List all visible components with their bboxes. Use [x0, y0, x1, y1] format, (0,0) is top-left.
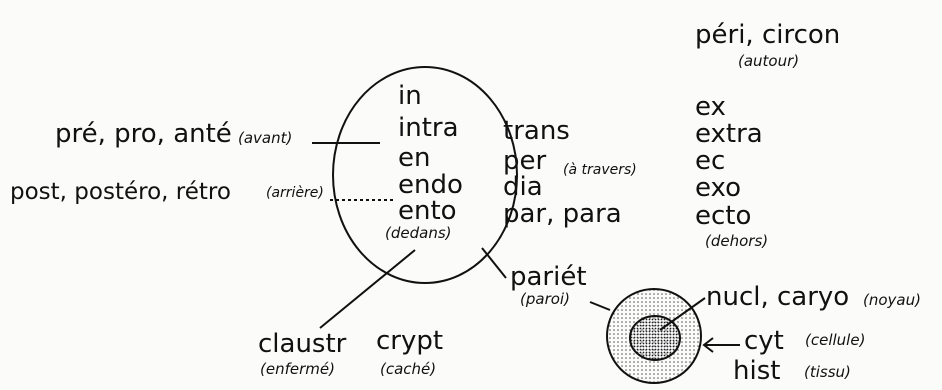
enclosed-meaning: (enfermé)	[260, 360, 335, 378]
cell-prefix: cyt	[744, 326, 784, 356]
before-meaning: (avant)	[238, 129, 293, 147]
nucleus-prefixes: nucl, caryo	[706, 282, 850, 312]
arrowhead-icon	[702, 337, 714, 353]
hidden-meaning: (caché)	[380, 360, 437, 378]
outside-prefix-extra: extra	[695, 119, 763, 149]
enclosed-connector	[319, 249, 416, 329]
circle-prefix-intra: intra	[398, 113, 459, 143]
outside-prefix-exo: exo	[695, 173, 742, 203]
through-prefix-per: per	[503, 146, 547, 176]
inside-circle	[332, 66, 518, 284]
outside-meaning: (dehors)	[705, 232, 769, 250]
through-prefix-dia: dia	[503, 172, 543, 202]
around-meaning: (autour)	[738, 52, 800, 70]
tissue-prefix: hist	[733, 356, 781, 386]
behind-prefixes: post, postéro, rétro	[10, 179, 231, 205]
circle-prefix-en: en	[398, 143, 431, 173]
outside-prefix-ecto: ecto	[695, 201, 752, 231]
tissue-meaning: (tissu)	[804, 363, 851, 381]
circle-prefix-endo: endo	[398, 170, 463, 200]
around-prefixes: péri, circon	[695, 20, 841, 50]
through-meaning: (à travers)	[563, 162, 637, 178]
nucleus-connector	[659, 297, 706, 331]
nucleus-circle	[629, 315, 681, 361]
outside-prefix-ex: ex	[695, 92, 726, 122]
circle-prefix-ento: ento	[398, 196, 457, 226]
circle-prefix-in: in	[398, 81, 422, 111]
through-prefix-trans: trans	[503, 116, 570, 146]
hidden-prefix: crypt	[376, 326, 444, 356]
through-prefix-par-para: par, para	[503, 199, 622, 229]
before-prefixes: pré, pro, anté	[55, 119, 232, 149]
wall-meaning: (paroi)	[520, 290, 570, 308]
wall-to-cell-connector	[589, 301, 611, 311]
enclosed-prefix: claustr	[258, 329, 347, 359]
wall-connector	[481, 247, 507, 279]
wall-prefix: pariét	[510, 262, 587, 292]
outside-prefix-ec: ec	[695, 146, 726, 176]
circle-meaning: (dedans)	[385, 224, 452, 242]
behind-meaning: (arrière)	[266, 185, 324, 201]
cell-meaning: (cellule)	[805, 331, 866, 349]
nucleus-meaning: (noyau)	[863, 291, 921, 309]
